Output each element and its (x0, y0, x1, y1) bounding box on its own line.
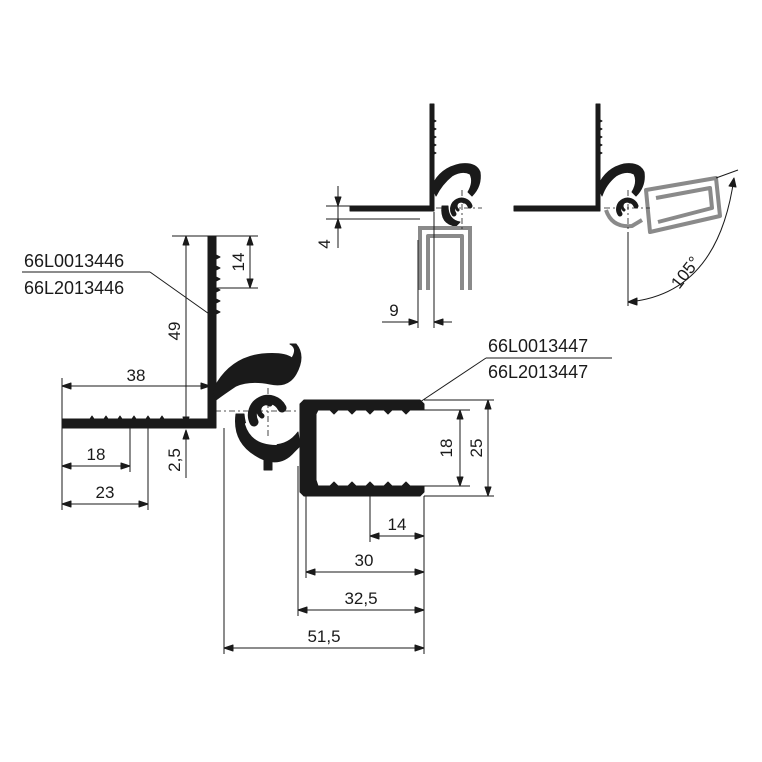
dim-38: 38 (127, 366, 146, 385)
dimension-lines (22, 235, 612, 654)
main-section: 14 49 38 18 23 2,5 18 25 14 30 32,5 51,5… (22, 235, 612, 654)
part-code-hinge-2: 66L2013446 (24, 278, 124, 298)
dim-23: 23 (96, 483, 115, 502)
part-code-hinge-1: 66L0013446 (24, 251, 124, 271)
dim-30: 30 (355, 551, 374, 570)
dim-25: 25 (467, 439, 486, 458)
inset-dim-4: 4 (315, 239, 334, 248)
dim-18-base: 18 (87, 445, 106, 464)
dim-2-5: 2,5 (165, 448, 184, 472)
dim-14-top: 14 (229, 253, 248, 272)
dim-18-channel: 18 (437, 439, 456, 458)
dim-32-5: 32,5 (344, 589, 377, 608)
channel-profile (299, 399, 425, 497)
inset-open: 105° (513, 103, 739, 306)
part-code-channel-2: 66L2013447 (488, 362, 588, 382)
dim-49: 49 (165, 322, 184, 341)
dim-51-5: 51,5 (307, 627, 340, 646)
part-code-channel-1: 66L0013447 (488, 336, 588, 356)
dim-14-channel: 14 (388, 515, 407, 534)
inset-closed: 4 9 (315, 103, 482, 328)
inset-angle-105: 105° (667, 253, 704, 292)
inset-dim-9: 9 (389, 301, 398, 320)
hinge-profile (61, 235, 302, 471)
